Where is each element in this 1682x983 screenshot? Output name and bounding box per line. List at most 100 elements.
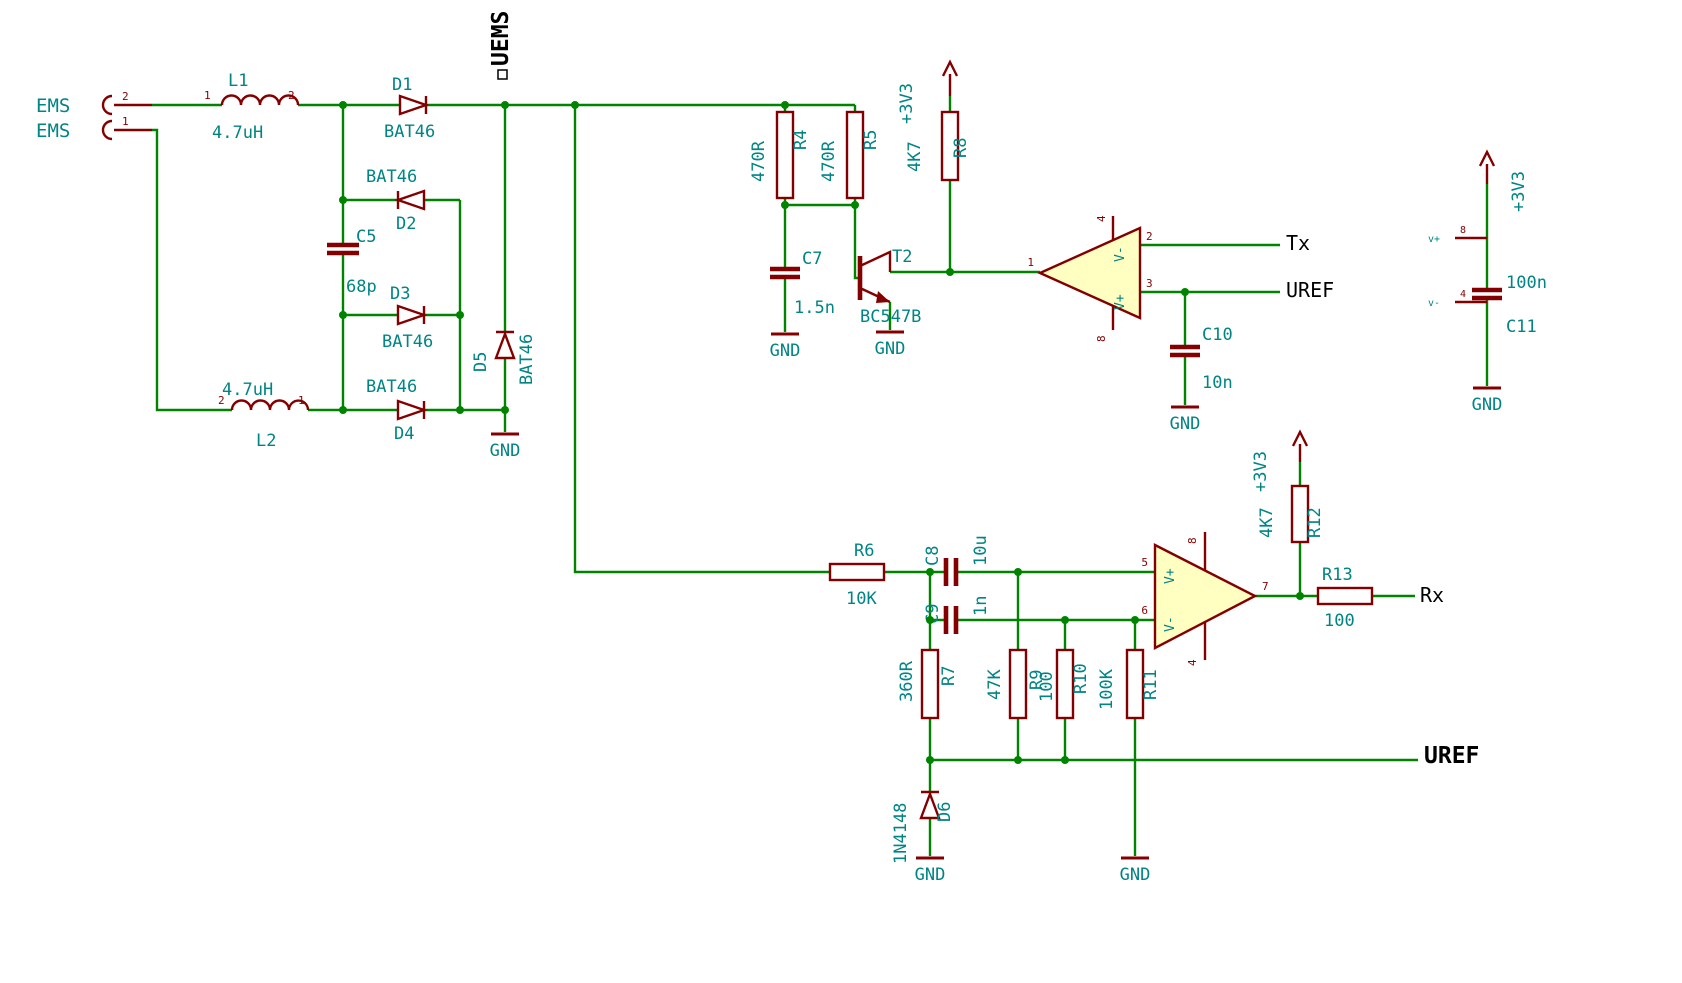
junction-dot <box>339 101 347 109</box>
ref-label: D5 <box>471 352 491 372</box>
resistor-R12: +3V3 4K7 R12 <box>1251 429 1325 544</box>
junction-dot <box>571 101 579 109</box>
junction-dot <box>1014 756 1022 764</box>
ref-label: C8 <box>923 546 943 566</box>
resistor-icon <box>845 110 865 200</box>
pin-number: 4 <box>1095 215 1108 222</box>
ref-label: R9 <box>1027 670 1047 690</box>
diode-icon <box>398 94 430 116</box>
resistor-R6: R6 10K <box>828 541 886 609</box>
value-label: 470R <box>749 140 769 182</box>
opamp-triangle-icon <box>1037 226 1142 320</box>
gnd-symbol: GND <box>915 856 945 885</box>
junction-dot <box>339 196 347 204</box>
pin-number: 4 <box>1186 659 1199 666</box>
diode-D3: D3 BAT46 <box>382 284 433 352</box>
transistor-arrow-icon <box>876 291 890 303</box>
diode-icon <box>396 399 428 421</box>
pin-number: 8 <box>1095 335 1108 342</box>
connector-ems: EMS EMS 2 1 <box>36 90 129 142</box>
resistor-R9: 47K R9 <box>985 648 1047 720</box>
vminus-label: V- <box>1163 616 1178 632</box>
net-label-uref: UREF <box>1286 278 1334 302</box>
junction-dot <box>456 406 464 414</box>
resistor-R11: 100K R11 <box>1097 648 1161 720</box>
power-arrow-icon <box>1291 429 1309 462</box>
pin-name: v+ <box>1428 234 1440 245</box>
transistor-T2: T2 BC547B <box>857 247 921 327</box>
junction-dot <box>1296 592 1304 600</box>
resistor-R10: 100 R10 <box>1037 648 1091 720</box>
value-label: 100 <box>1037 671 1057 702</box>
power-label: +3V3 <box>1509 171 1529 212</box>
inductor-L2: 4.7uH L2 2 1 <box>218 380 310 451</box>
resistor-R7: 360R R7 <box>897 648 959 720</box>
ref-label: T2 <box>892 247 912 267</box>
pin-number: 3 <box>1146 277 1153 290</box>
value-label: 470R <box>819 140 839 182</box>
pin-number: 1 <box>204 89 211 102</box>
pin-number: 1 <box>1027 256 1034 269</box>
vminus-label: V- <box>1113 246 1128 262</box>
junction-dot <box>946 268 954 276</box>
junction-dot <box>781 201 789 209</box>
value-label: 10u <box>971 535 991 566</box>
value-label: 100n <box>1506 273 1547 293</box>
pin-name: v- <box>1428 298 1440 309</box>
resistor-icon <box>940 110 960 182</box>
net-label-tx: Tx <box>1286 231 1310 255</box>
diode-D5: D5 BAT46 <box>471 330 537 385</box>
resistor-R13: R13 100 <box>1316 565 1374 631</box>
pin-number: 2 <box>1146 230 1153 243</box>
value-label: 360R <box>897 660 917 702</box>
ref-label: C11 <box>1506 317 1537 337</box>
gnd-symbol: GND <box>770 332 800 361</box>
net-label-rx: Rx <box>1420 583 1444 607</box>
diode-D6: 1N4148 D6 <box>891 790 955 864</box>
resistor-R5: 470R R5 <box>819 110 881 200</box>
ref-label: R10 <box>1071 663 1091 694</box>
ref-label: D2 <box>396 214 416 234</box>
value-label: 68p <box>346 277 377 297</box>
junction-dot <box>1181 288 1189 296</box>
junction-dot <box>501 101 509 109</box>
ref-label: R11 <box>1141 669 1161 700</box>
gnd-symbol: GND <box>490 432 521 461</box>
net-label-uref-bus: UREF <box>1424 743 1479 769</box>
capacitor-C10: C10 10n <box>1170 325 1233 393</box>
capacitor-C7: C7 1.5n <box>770 249 835 318</box>
ref-label: C5 <box>356 227 376 247</box>
capacitor-icon <box>770 266 800 280</box>
resistor-icon <box>828 562 886 582</box>
gnd-label: GND <box>875 339 906 359</box>
junction-dot <box>926 568 934 576</box>
opamp-b: 5 6 7 8 4 V+ V- <box>1141 537 1268 666</box>
diode-icon <box>919 790 941 820</box>
power-label: +3V3 <box>897 83 917 124</box>
gnd-label: GND <box>490 441 521 461</box>
pin-number: 2 <box>122 90 129 103</box>
junction-dot <box>1061 756 1069 764</box>
net-label-text: UEMS <box>488 11 514 66</box>
resistor-icon <box>1290 484 1310 544</box>
diode-icon <box>394 189 426 211</box>
capacitor-icon <box>1170 344 1200 358</box>
diode-D1: D1 BAT46 <box>384 75 435 142</box>
diode-D2: BAT46 D2 <box>366 167 426 234</box>
junction-dot <box>926 616 934 624</box>
value-label: BAT46 <box>366 167 417 187</box>
ref-label: R13 <box>1322 565 1353 585</box>
capacitor-icon <box>327 242 359 256</box>
ref-label: C7 <box>802 249 822 269</box>
resistor-icon <box>775 110 795 200</box>
ref-label: D3 <box>390 284 410 304</box>
junction-dot <box>339 406 347 414</box>
gnd-symbol: GND <box>875 330 906 359</box>
ref-label: R6 <box>854 541 874 561</box>
opamp-triangle-icon <box>1153 543 1258 650</box>
diode-icon <box>396 304 428 326</box>
resistor-R4: 470R R4 <box>749 110 811 200</box>
resistor-R8: +3V3 4K7 R8 <box>897 59 971 182</box>
